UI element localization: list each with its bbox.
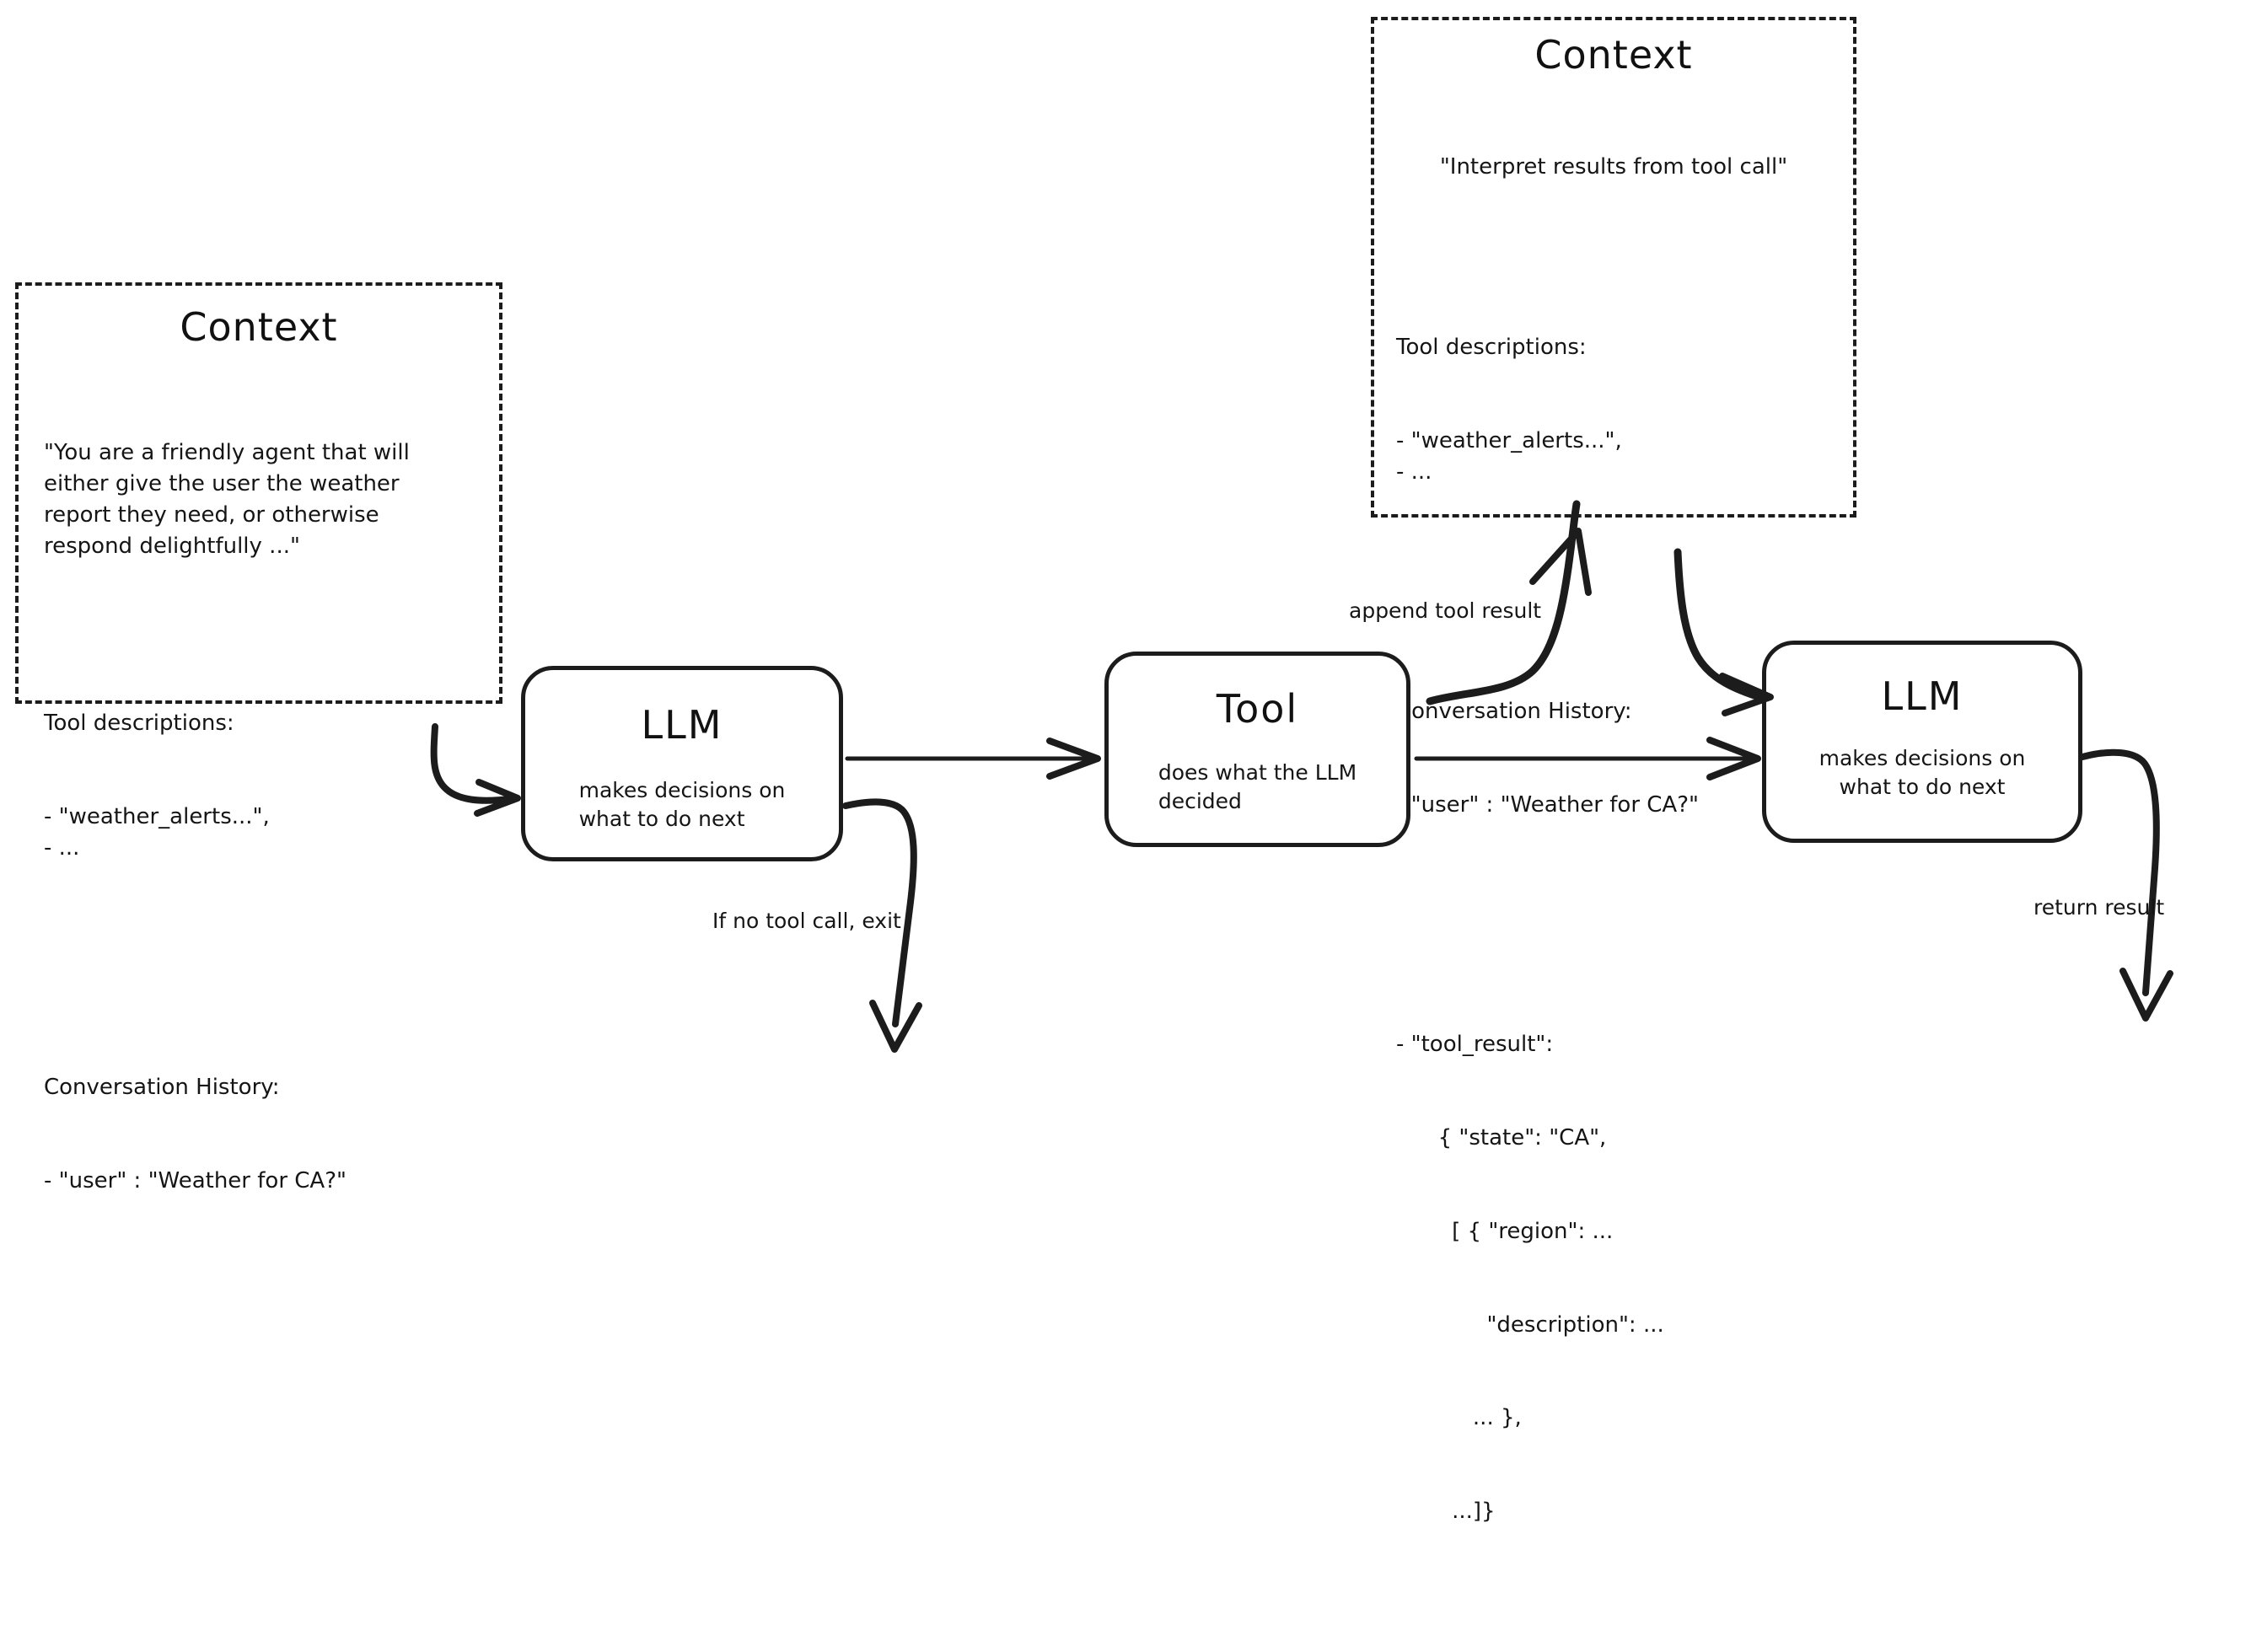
context-left-tool-descriptions: Tool descriptions: - "weather_alerts..."… [44,646,474,925]
edge-label-no-tool-call: If no tool call, exit [712,909,901,933]
arrow-return-result [2079,748,2173,1022]
context-right-tool-result-line-4: ... }, [1396,1405,1522,1431]
context-right-tool-descriptions: Tool descriptions: - "weather_alerts..."… [1396,271,1831,550]
context-right-body: "Interpret results from tool call" Tool … [1374,89,1853,1652]
node-tool-subtitle: does what the LLM decided [1158,760,1357,813]
node-tool[interactable]: Tool does what the LLM decided [1104,652,1410,847]
context-left-conversation-items: - "user" : "Weather for CA?" [44,1167,347,1193]
context-right-tool-result-line-1: { "state": "CA", [1396,1125,1607,1151]
arrow-llm-first-to-tool [845,738,1101,780]
context-left-tool-descriptions-items: - "weather_alerts...", - ... [44,803,270,861]
node-llm-first-subtitle: makes decisions on what to do next [578,778,786,831]
context-right-title: Context [1534,32,1693,78]
context-right-tool-result-line-2: [ { "region": ... [1396,1218,1614,1244]
context-left-body: "You are a friendly agent that will eith… [19,375,499,1321]
edge-label-append-tool-result: append tool result [1349,598,1542,623]
node-tool-title: Tool [1216,686,1299,732]
edge-label-return-result: return result [2033,895,2165,920]
node-llm-second[interactable]: LLM makes decisions on what to do next [1762,641,2082,843]
context-right-tool-result-label: - "tool_result": [1396,1032,1554,1058]
context-right-instruction: "Interpret results from tool call" [1439,153,1788,180]
context-box-left: Context "You are a friendly agent that w… [15,282,502,1193]
context-left-title: Context [180,304,338,350]
context-right-tool-descriptions-header: Tool descriptions: [1396,335,1587,361]
context-left-conversation-header: Conversation History: [44,1075,280,1101]
diagram-canvas: Context "You are a friendly agent that w… [15,17,2173,1524]
context-right-tool-result: - "tool_result": { "state": "CA", [ { "r… [1396,968,1831,1590]
node-llm-first-title: LLM [641,702,723,748]
context-left-tool-descriptions-header: Tool descriptions: [44,711,234,737]
context-right-tool-result-line-3: "description": ... [1396,1311,1664,1338]
context-right-tool-result-line-5: ...]} [1396,1498,1496,1524]
context-right-conversation-user: - "user" : "Weather for CA?" [1396,792,1699,818]
node-llm-first[interactable]: LLM makes decisions on what to do next [521,666,843,861]
context-right-tool-descriptions-items: - "weather_alerts...", - ... [1396,428,1622,485]
node-llm-second-subtitle: makes decisions on what to do next [1819,746,2026,799]
node-llm-second-title: LLM [1881,673,1964,719]
context-box-right: Context "Interpret results from tool cal… [1371,17,1856,1524]
context-left-system-prompt: "You are a friendly agent that will eith… [44,439,410,559]
context-left-conversation: Conversation History: - "user" : "Weathe… [44,1010,474,1258]
